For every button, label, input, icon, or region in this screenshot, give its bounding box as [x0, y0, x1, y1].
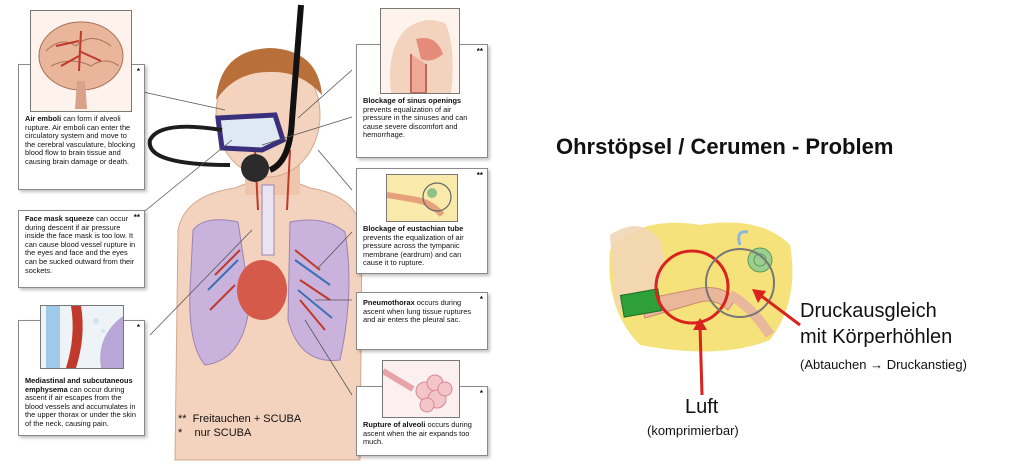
- mediastinal-mark: *: [136, 323, 140, 332]
- eustachian-text: prevents the equalization of air pressur…: [363, 232, 464, 268]
- pressure-note: (Abtauchen → Druckanstieg): [800, 357, 967, 372]
- face-mask-mark: **: [133, 213, 140, 222]
- pressure-label-2: mit Körperhöhlen: [800, 326, 953, 348]
- air-emboli-text: can form if alveoli rupture. Air emboli …: [25, 114, 136, 166]
- face-mask-box: ** Face mask squeeze can occur during de…: [18, 210, 145, 288]
- eustachian-mark: **: [476, 171, 483, 180]
- air-note: (komprimierbar): [647, 423, 739, 438]
- pneumothorax-title: Pneumothorax: [363, 298, 415, 307]
- pneumothorax-box: * Pneumothorax occurs during ascent when…: [356, 292, 488, 350]
- air-emboli-title: Air emboli: [25, 114, 62, 123]
- legend-line-freediving: ** Freitauchen + SCUBA: [178, 413, 302, 425]
- brain-image: [30, 10, 132, 112]
- alveoli-text: occurs during ascent when the air expand…: [363, 420, 472, 447]
- mediastinal-title: Mediastinal and subcutaneous emphysema: [25, 376, 133, 394]
- pneumothorax-text: occurs during ascent when lung tissue ru…: [363, 298, 472, 325]
- sinus-mark: **: [476, 47, 483, 56]
- sinus-title: Blockage of sinus openings: [363, 96, 462, 105]
- sinus-text: prevents equalization of air pressure in…: [363, 104, 468, 140]
- legend: ** Freitauchen + SCUBA * nur SCUBA: [178, 412, 301, 440]
- alveoli-image: [382, 360, 460, 418]
- page-title: Ohrstöpsel / Cerumen - Problem: [556, 134, 894, 159]
- mediastinal-text: can occur during ascent if air escapes f…: [25, 384, 136, 428]
- sinus-image: [380, 8, 460, 94]
- legend-line-scuba: * nur SCUBA: [178, 427, 252, 439]
- pressure-label: Druckausgleich: [800, 300, 937, 322]
- air-emboli-mark: *: [136, 67, 140, 76]
- face-mask-text: can occur during descent if air pressure…: [25, 214, 136, 275]
- air-label: Luft: [685, 396, 719, 418]
- eustachian-title: Blockage of eustachian tube: [363, 224, 464, 233]
- emphysema-image: [40, 305, 124, 369]
- face-mask-title: Face mask squeeze: [25, 214, 95, 223]
- alveoli-title: Rupture of alveoli: [363, 420, 426, 429]
- alveoli-mark: *: [479, 389, 483, 398]
- ear-thumb-image: [386, 174, 458, 222]
- pneumothorax-mark: *: [479, 295, 483, 304]
